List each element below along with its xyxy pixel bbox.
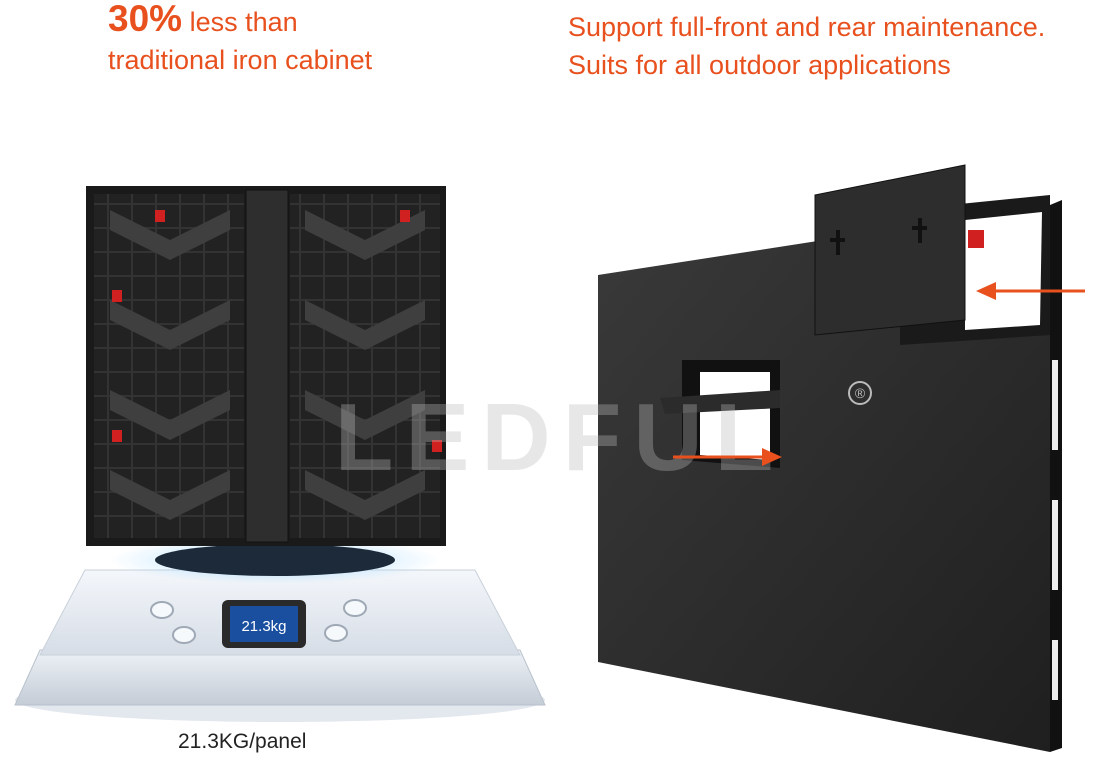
headline-right-line1: Support full-front and rear maintenance. (568, 12, 1046, 42)
scale-button-icon (324, 624, 348, 642)
registered-trademark-icon: ® (848, 381, 872, 405)
scale-display-readout: 21.3kg (241, 618, 286, 635)
right-headline: Support full-front and rear maintenance.… (568, 8, 1045, 84)
left-headline: 30% less than traditional iron cabinet (108, 0, 372, 79)
arrow-left-icon (976, 282, 1085, 300)
headline-left-line1: less than (182, 7, 298, 37)
scale-button-icon (150, 601, 174, 619)
led-wall (598, 164, 1062, 752)
headline-left-line2: traditional iron cabinet (108, 45, 373, 75)
scale-button-icon (172, 626, 196, 644)
brand-watermark: LEDFUL (335, 384, 786, 491)
weighing-scale: 21.3kg (14, 536, 546, 722)
headline-right-line2: Suits for all outdoor applications (568, 50, 951, 80)
weight-caption: 21.3KG/panel (178, 730, 307, 753)
highlight-percent: 30% (108, 0, 183, 39)
cabinet-rear-view (86, 186, 446, 546)
scale-button-icon (343, 599, 367, 617)
trademark-symbol: ® (855, 385, 866, 401)
arrow-right-icon (673, 448, 782, 466)
